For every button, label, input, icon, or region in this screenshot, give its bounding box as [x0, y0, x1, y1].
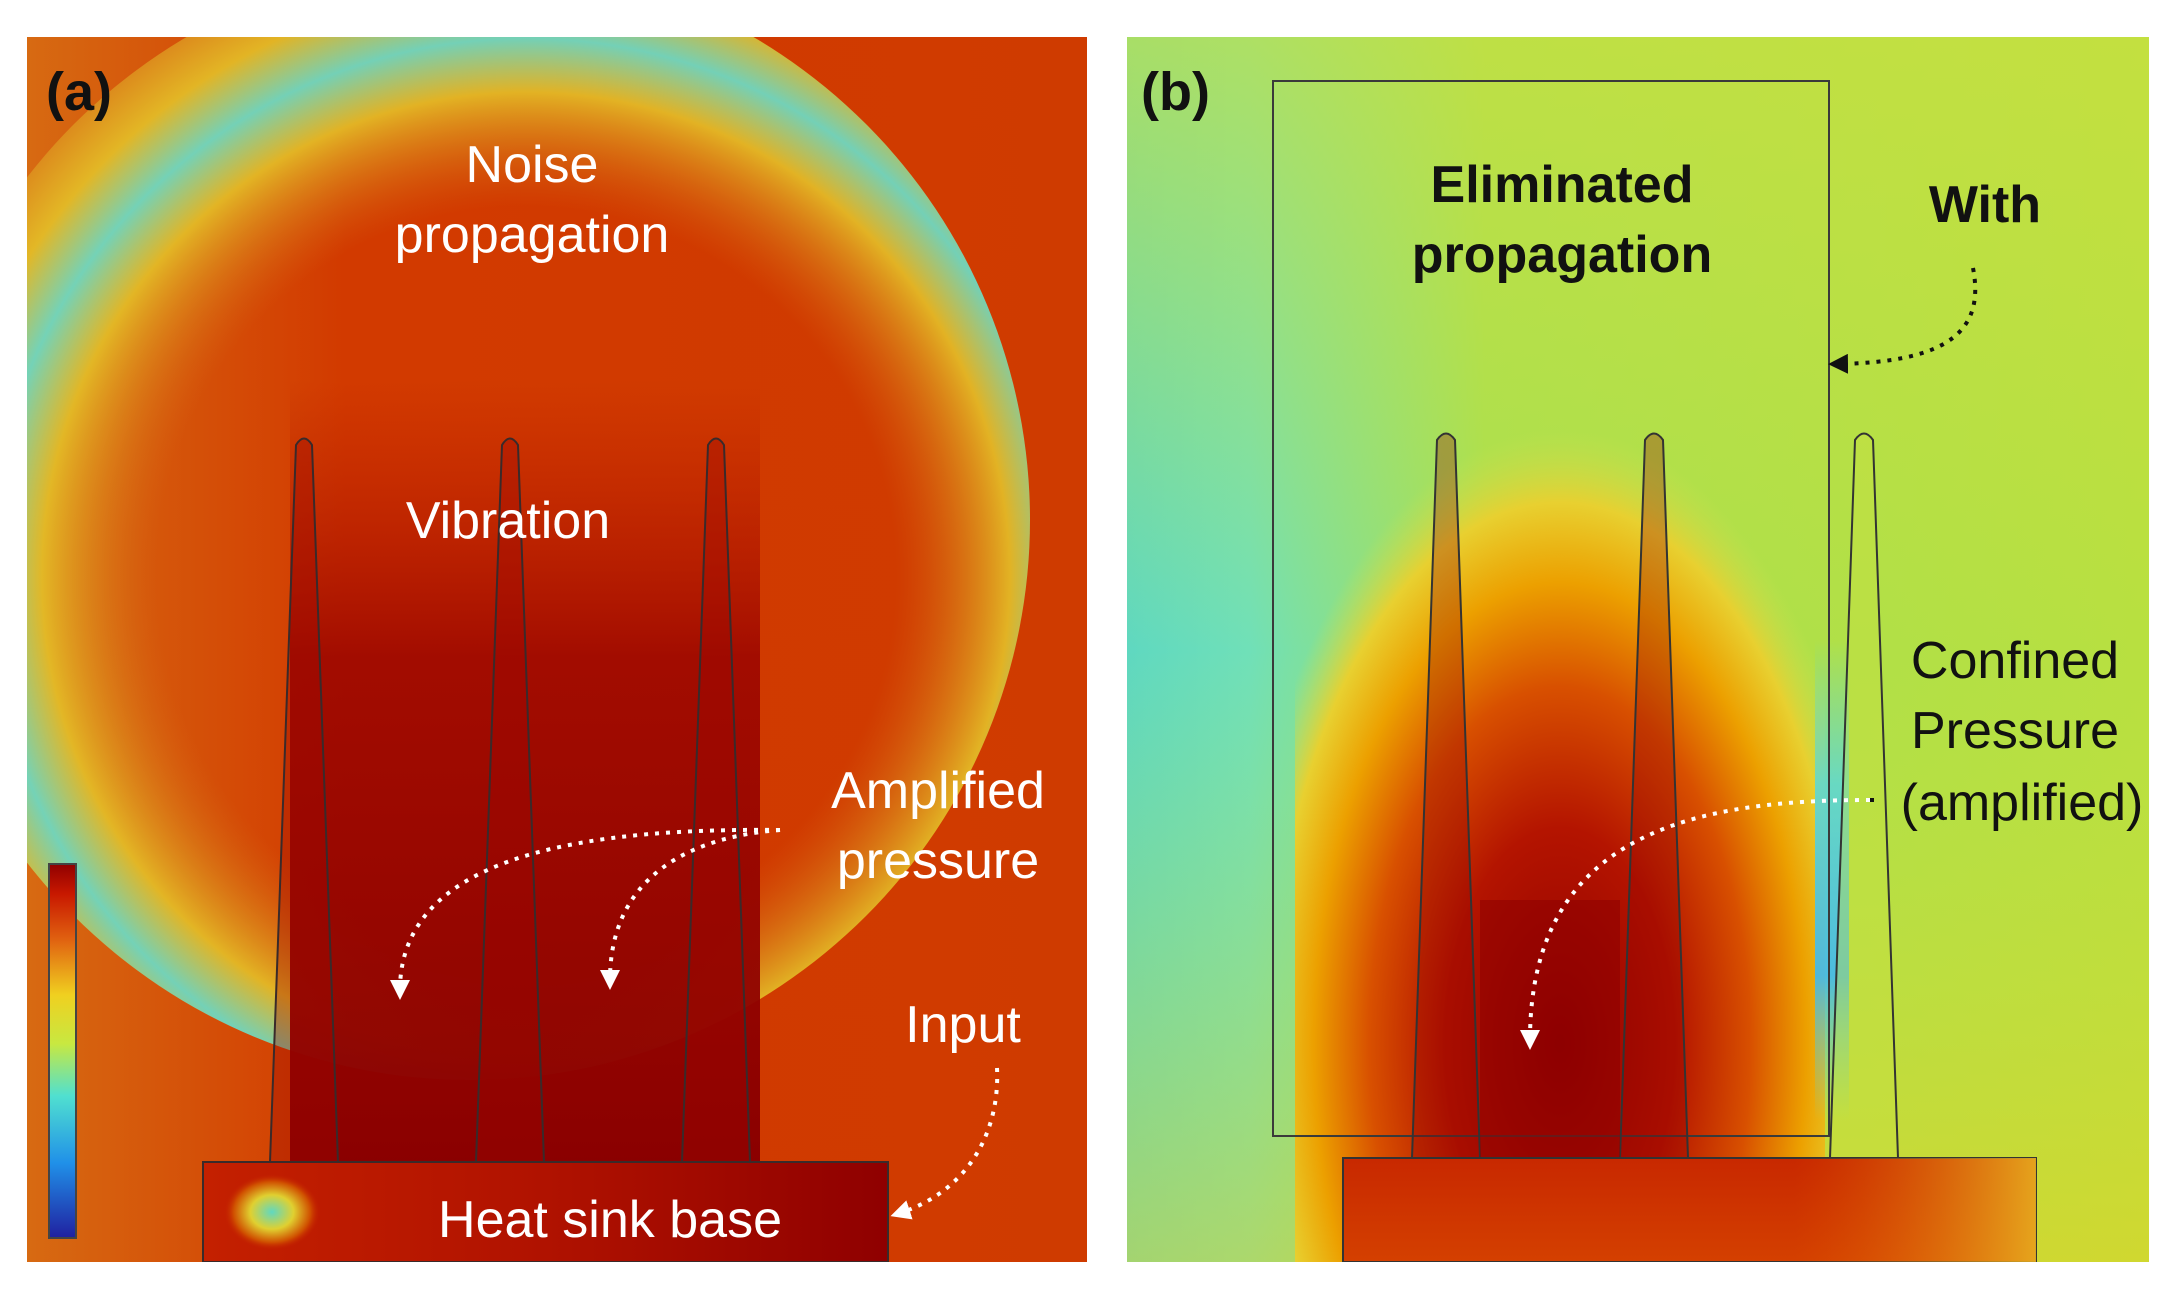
arrow-with	[1828, 267, 1978, 374]
label-confined-line3: (amplified)	[1901, 774, 2144, 832]
arrow-input	[890, 1067, 1000, 1220]
fin-b-3	[1828, 432, 1900, 1159]
panel-b: (b) Eliminated propagation With Confined…	[1127, 37, 2149, 1262]
panel-b-hot-field	[1295, 270, 1825, 1262]
label-input: Input	[905, 996, 1021, 1054]
panel-b-core-field	[1480, 900, 1620, 1158]
label-amplified-line2: pressure	[837, 832, 1039, 890]
panel-a-core-field	[290, 380, 760, 1170]
panel-b-base-fade	[1343, 1158, 2036, 1262]
arrow-confined	[1520, 798, 1871, 1050]
panel-b-fins	[1410, 432, 1900, 1159]
panel-b-cyan-streak	[1815, 640, 1849, 1120]
panel-a-base-hotspot	[224, 1174, 320, 1250]
arrow-amplified-2	[600, 828, 781, 990]
panel-a-base	[202, 1161, 889, 1262]
panel-b-tag: (b)	[1141, 62, 1210, 122]
label-eliminated-line2: propagation	[1412, 226, 1712, 284]
label-base: Heat sink base	[438, 1191, 782, 1249]
label-with: With	[1929, 176, 2041, 234]
fin-a-1	[268, 437, 340, 1163]
label-noise-line1: Noise	[466, 136, 599, 194]
label-amplified-line1: Amplified	[831, 762, 1045, 820]
label-eliminated-line1: Eliminated	[1431, 156, 1694, 214]
fin-b-2	[1618, 432, 1690, 1159]
fin-a-2	[474, 437, 546, 1163]
fin-b-1	[1410, 432, 1482, 1159]
label-confined-line2: Pressure	[1911, 702, 2119, 760]
panel-a: (a) Noise propagation Vibration Amplifie…	[27, 37, 1087, 1262]
colorbar	[48, 863, 77, 1239]
label-noise-line2: propagation	[395, 206, 670, 264]
panel-a-tag: (a)	[46, 62, 112, 122]
panel-a-fins	[268, 437, 752, 1163]
fin-a-3	[680, 437, 752, 1163]
label-vibration: Vibration	[406, 492, 610, 550]
label-confined-line1: Confined	[1911, 632, 2119, 690]
